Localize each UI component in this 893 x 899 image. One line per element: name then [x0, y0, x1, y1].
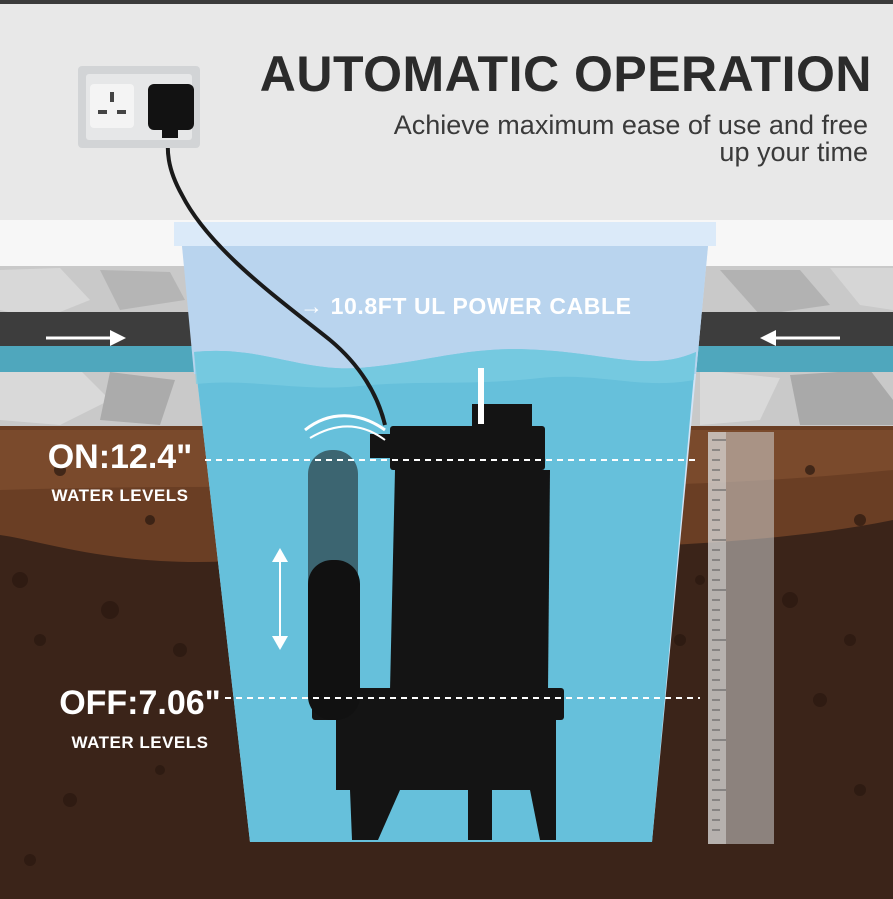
on-level-sublabel: WATER LEVELS — [51, 486, 189, 505]
off-level-label: OFF:7.06" — [59, 684, 221, 722]
plug-icon — [148, 84, 194, 138]
arrow-left-icon — [760, 330, 840, 346]
page-subtitle: Achieve maximum ease of use and free up … — [260, 112, 868, 166]
arrow-right-icon — [46, 330, 126, 346]
page-title: AUTOMATIC OPERATION — [259, 46, 872, 102]
measuring-ruler — [708, 432, 774, 844]
subtitle-line-1: Achieve maximum ease of use and free — [393, 110, 868, 140]
off-level-sublabel: WATER LEVELS — [71, 733, 209, 752]
on-level-label: ON:12.4" — [47, 438, 193, 476]
float-switch — [308, 560, 360, 720]
up-down-arrow-icon — [272, 548, 288, 650]
power-cable — [165, 124, 387, 426]
power-cable-label: → 10.8FT UL POWER CABLE — [300, 293, 632, 319]
subtitle-line-2: up your time — [719, 137, 868, 167]
